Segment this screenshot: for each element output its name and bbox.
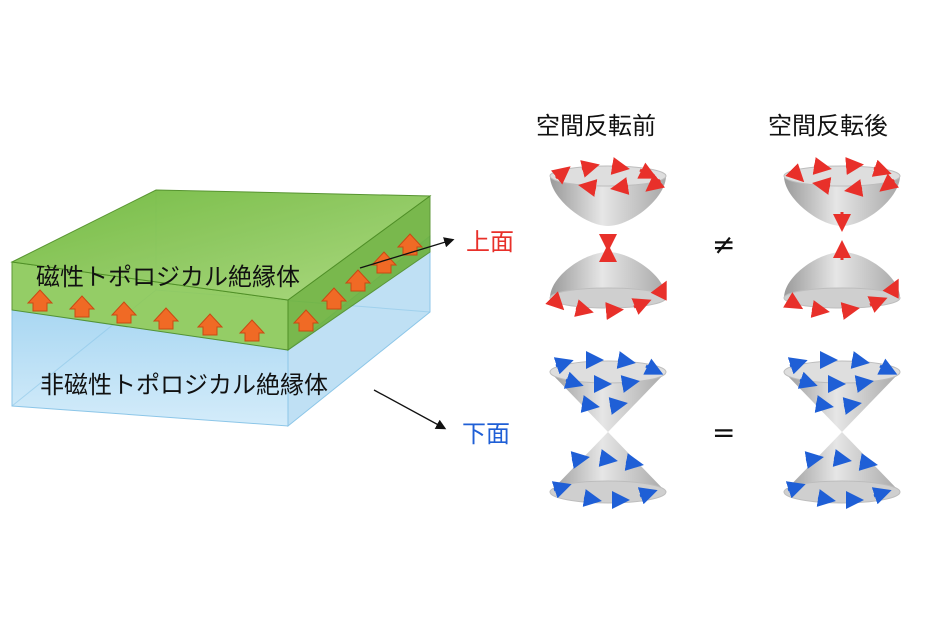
spin-arrow-icon bbox=[598, 449, 618, 467]
spin-arrow-icon bbox=[785, 481, 806, 499]
spin-arrow-icon bbox=[545, 291, 565, 311]
spin-arrow-icon bbox=[551, 166, 571, 185]
spin-arrow-icon bbox=[610, 157, 630, 175]
spin-arrow-icon bbox=[832, 449, 852, 467]
spin-arrow-icon bbox=[551, 481, 572, 499]
spin-arrows-red-after bbox=[783, 157, 899, 320]
spin-arrow-icon bbox=[854, 375, 874, 393]
spin-arrow-icon bbox=[783, 292, 804, 310]
spin-arrow-icon bbox=[845, 157, 864, 175]
spin-arrow-icon bbox=[578, 179, 598, 197]
pointer-arrow-icon bbox=[373, 389, 447, 430]
spin-arrows-red-before bbox=[545, 157, 667, 320]
spin-arrow-icon bbox=[877, 358, 898, 375]
spin-arrow-icon bbox=[797, 371, 818, 389]
spin-arrow-icon bbox=[563, 371, 584, 389]
spin-arrow-icon bbox=[645, 173, 665, 192]
top-surface-label: 上面 bbox=[466, 228, 514, 256]
magnetic-top-face bbox=[10, 189, 432, 301]
spin-arrow-icon bbox=[605, 302, 624, 320]
spin-arrow-icon bbox=[631, 298, 652, 315]
spin-arrow-icon bbox=[812, 157, 832, 175]
spin-arrow-icon bbox=[582, 489, 602, 507]
spin-arrow-icon bbox=[616, 351, 636, 369]
magnetic-ti-label: 磁性トポロジカル絶縁体 bbox=[36, 263, 300, 291]
spin-arrows-blue-before bbox=[551, 351, 664, 509]
nonmagnetic-ti-label: 非磁性トポロジカル絶縁体 bbox=[40, 371, 328, 399]
spin-arrow-icon bbox=[871, 487, 892, 505]
spin-arrow-icon bbox=[850, 351, 870, 369]
spin-arrow-icon bbox=[879, 173, 899, 192]
slab-block bbox=[10, 189, 432, 428]
spin-arrow-icon bbox=[650, 280, 667, 301]
spin-arrow-icon bbox=[574, 299, 594, 317]
spin-arrow-icon bbox=[580, 160, 600, 178]
equal-symbol: = bbox=[712, 416, 735, 449]
spin-arrow-icon bbox=[553, 357, 574, 375]
spin-arrows-blue-after bbox=[785, 351, 898, 509]
spin-arrow-icon bbox=[785, 163, 805, 183]
cone-bottom-after bbox=[783, 360, 901, 504]
spin-arrow-icon bbox=[844, 179, 864, 197]
spin-arrow-icon bbox=[816, 489, 836, 507]
spin-arrow-icon bbox=[570, 451, 590, 469]
spin-arrow-icon bbox=[637, 487, 658, 505]
spin-arrow-icon bbox=[787, 357, 808, 375]
spin-arrow-icon bbox=[814, 395, 834, 413]
cone-bottom-before bbox=[549, 360, 667, 504]
spin-arrow-icon bbox=[882, 278, 899, 299]
spin-arrow-icon bbox=[842, 397, 862, 415]
spin-arrow-icon bbox=[810, 300, 830, 318]
spin-arrow-icon bbox=[867, 296, 888, 313]
not-equal-symbol: ≠ bbox=[712, 228, 735, 261]
spin-arrow-icon bbox=[858, 453, 878, 471]
spin-arrow-icon bbox=[840, 302, 860, 320]
spin-arrow-icon bbox=[804, 451, 824, 469]
spin-arrow-icon bbox=[608, 397, 628, 415]
spin-arrow-icon bbox=[620, 375, 640, 393]
before-inversion-header: 空間反転前 bbox=[536, 112, 656, 140]
pointer-arrow-icon bbox=[359, 237, 455, 269]
spin-arrow-icon bbox=[643, 358, 664, 375]
bottom-surface-label: 下面 bbox=[462, 420, 510, 448]
spin-arrow-icon bbox=[624, 453, 644, 471]
spin-arrow-icon bbox=[610, 177, 630, 195]
spin-arrow-icon bbox=[812, 177, 832, 195]
cone-top-after bbox=[783, 165, 901, 309]
spin-arrow-icon bbox=[871, 159, 892, 177]
spin-arrow-icon bbox=[580, 395, 600, 413]
after-inversion-header: 空間反転後 bbox=[768, 112, 888, 140]
